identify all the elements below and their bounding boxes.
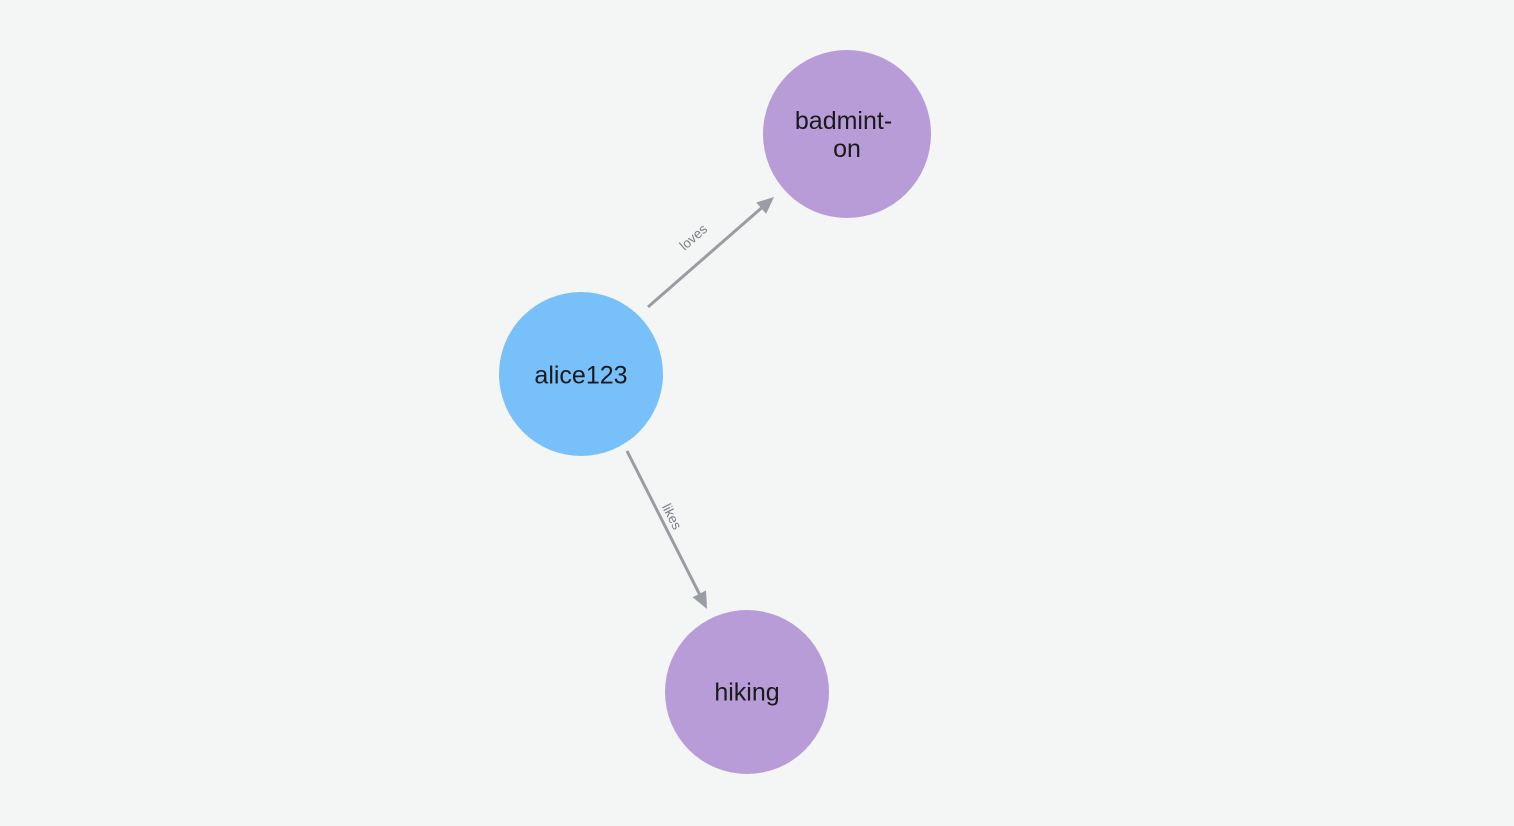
node-alice123[interactable]: alice123 [499,292,663,456]
edge-label-likes: likes [659,501,685,532]
edge-line [625,450,703,599]
edge-label-loves: loves [677,221,711,253]
edge-alice123-loves-badminton[interactable]: loves [647,197,774,309]
node-circle[interactable] [665,610,829,774]
node-badminton[interactable]: badmint- on [763,50,931,218]
node-circle[interactable] [763,50,931,218]
edge-line [647,204,766,309]
arrowhead-icon [692,590,707,609]
edge-alice123-likes-hiking[interactable]: likes [625,450,707,609]
node-hiking[interactable]: hiking [665,610,829,774]
arrowhead-icon [756,197,774,214]
node-circle[interactable] [499,292,663,456]
